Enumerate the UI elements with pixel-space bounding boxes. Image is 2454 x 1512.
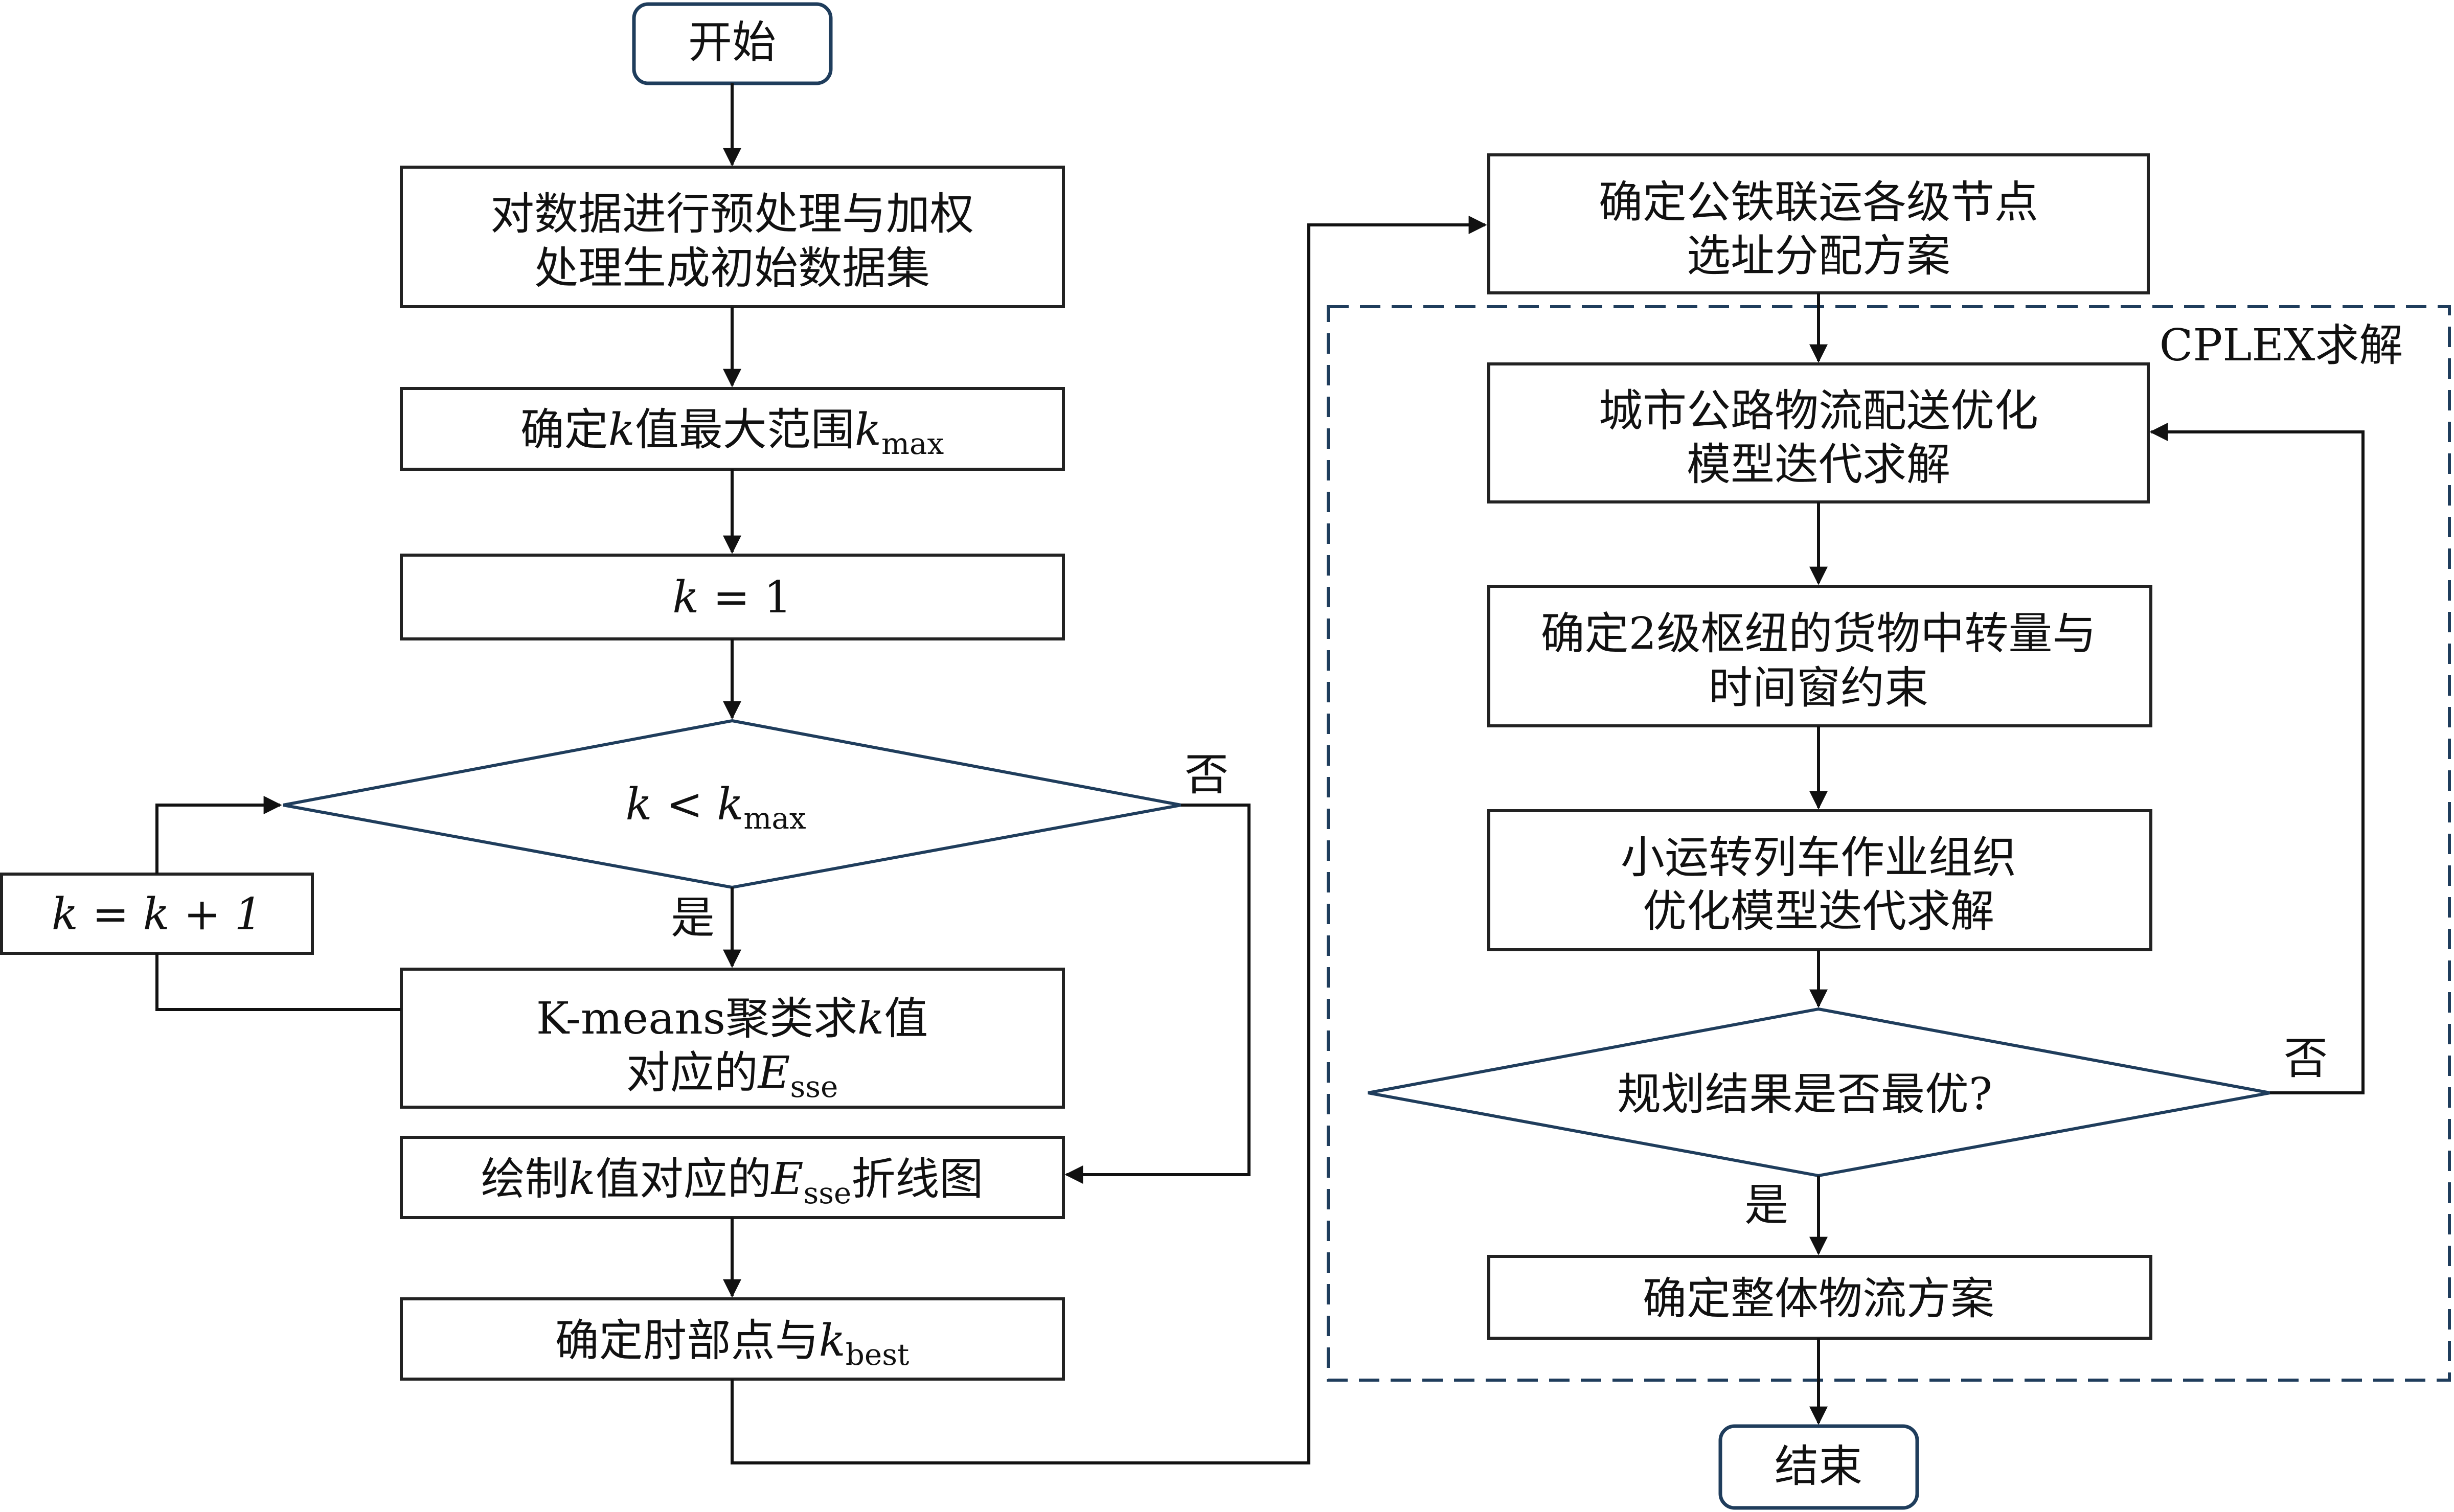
right-no-label: 否 xyxy=(2284,1033,2328,1084)
road-line-2: 模型迭代求解 xyxy=(1687,439,1950,490)
right-yes-label: 是 xyxy=(1744,1180,1788,1231)
cplex-frame xyxy=(1327,305,2451,1382)
kmeans-box: K-means聚类求k值 对应的Esse xyxy=(400,968,1065,1109)
road-line-1: 城市公路物流配送优化 xyxy=(1599,385,2038,437)
init-box: k = 1 xyxy=(400,554,1065,640)
assign-line-1: 确定公铁联运各级节点 xyxy=(1599,177,2038,228)
loop-arrow-no-to-road xyxy=(2149,423,2365,1094)
start-node: 开始 xyxy=(632,2,833,85)
left-no-label: 否 xyxy=(1185,749,1229,800)
loop-line-kmeans-to-increment xyxy=(155,953,401,1011)
cplex-label: CPLEX求解 xyxy=(2160,320,2403,371)
increment-label: k = k + 1 xyxy=(52,889,262,940)
road-box: 城市公路物流配送优化 模型迭代求解 xyxy=(1487,362,2150,503)
plot-label: 绘制k值对应的Esse折线图 xyxy=(481,1154,984,1210)
decision-optimal: 规划结果是否最优? xyxy=(1368,1007,2270,1178)
end-label: 结束 xyxy=(1775,1441,1862,1492)
start-label: 开始 xyxy=(688,17,776,68)
kmeans-line-1: K-means聚类求k值 xyxy=(536,993,928,1044)
init-label: k = 1 xyxy=(672,572,792,623)
train-line-2: 优化模型迭代求解 xyxy=(1643,886,1994,937)
train-line-1: 小运转列车作业组织 xyxy=(1621,832,2016,883)
hub-box: 确定2级枢纽的货物中转量与 时间窗约束 xyxy=(1487,585,2152,727)
left-yes-label: 是 xyxy=(671,892,715,944)
decision-k-less-kmax: k < kmax xyxy=(283,719,1181,889)
plot-box: 绘制k值对应的Esse折线图 xyxy=(400,1136,1065,1219)
arrow-no-to-plot xyxy=(1064,804,1251,1184)
assign-box: 确定公铁联运各级节点 选址分配方案 xyxy=(1487,153,2150,294)
assign-line-2: 选址分配方案 xyxy=(1687,231,1950,282)
hub-line-2: 时间窗约束 xyxy=(1709,662,1928,714)
preprocess-line-2: 处理生成初始数据集 xyxy=(534,243,930,294)
preprocess-line-1: 对数据进行预处理与加权 xyxy=(490,189,974,240)
hub-line-1: 确定2级枢纽的货物中转量与 xyxy=(1541,608,2097,659)
elbow-label: 确定肘部点与kbest xyxy=(555,1315,910,1372)
increment-box: k = k + 1 xyxy=(0,873,314,955)
kmax-box: 确定k值最大范围kmax xyxy=(400,387,1065,471)
kmax-label: 确定k值最大范围kmax xyxy=(520,404,944,461)
arrow-elbow-to-assign xyxy=(731,216,1487,1464)
train-box: 小运转列车作业组织 优化模型迭代求解 xyxy=(1487,809,2152,951)
decision-k-label: k < kmax xyxy=(625,779,806,836)
decision-optimal-label: 规划结果是否最优? xyxy=(1617,1069,1992,1120)
end-node: 结束 xyxy=(1718,1424,1919,1510)
loop-arrow-increment-to-decision xyxy=(155,796,282,874)
preprocess-box: 对数据进行预处理与加权 处理生成初始数据集 xyxy=(400,166,1065,308)
kmeans-line-2: 对应的Esse xyxy=(626,1047,838,1104)
final-label: 确定整体物流方案 xyxy=(1643,1273,1994,1324)
final-box: 确定整体物流方案 xyxy=(1487,1255,2152,1340)
elbow-box: 确定肘部点与kbest xyxy=(400,1297,1065,1381)
